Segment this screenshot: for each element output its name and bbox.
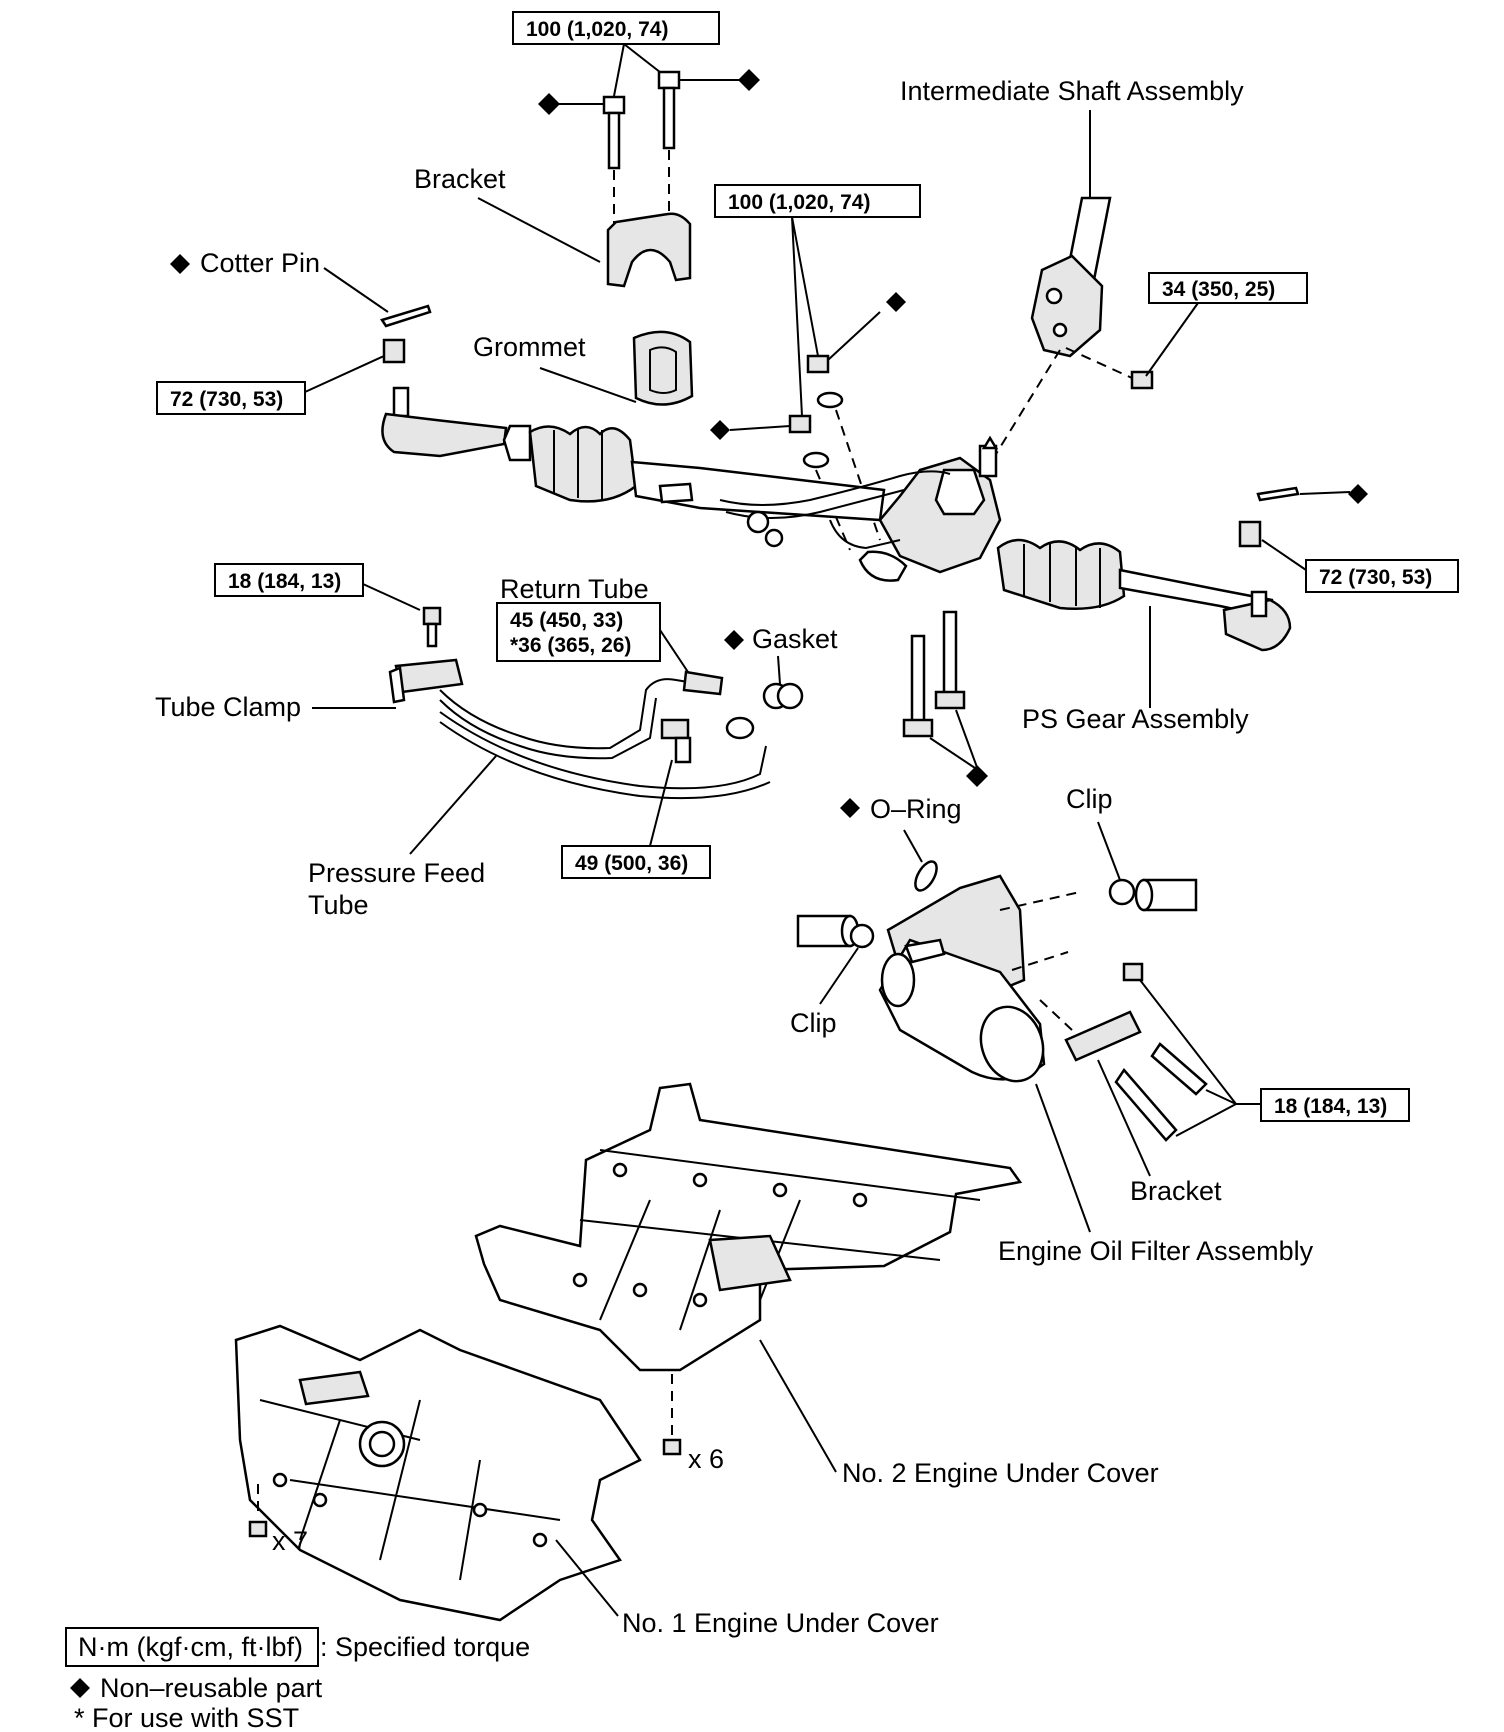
- non-reusable-diamond-bolt-left: [538, 93, 560, 115]
- legend-diamond: [70, 1678, 90, 1698]
- tie-rod-end-left: [381, 412, 508, 458]
- legend: N·m (kgf·cm, ft·lbf) : Specified torque …: [65, 1627, 530, 1732]
- bracket-bolt-right: [657, 70, 681, 90]
- label-tube-clamp: Tube Clamp: [155, 692, 301, 722]
- mid-bracket-nuts: 100 (1,020, 74): [710, 184, 921, 551]
- label-bracket-lower: Bracket: [1130, 1176, 1222, 1206]
- torque-tie-left: 72 (730, 53): [170, 388, 283, 411]
- torque-box-tie-right: [1305, 559, 1459, 593]
- torque-box-tie-left: [156, 381, 306, 415]
- no2-under-cover: [474, 1082, 1023, 1372]
- tube-group: 18 (184, 13) Return Tube 45 (450, 33) *3…: [155, 563, 838, 920]
- boot-right: [996, 538, 1126, 611]
- filter-bolt-2: [1114, 1067, 1178, 1142]
- non-reusable-diamond-mid-nut-top: [886, 292, 906, 312]
- torque-return-2: *36 (365, 26): [510, 634, 631, 657]
- non-reusable-diamond-cotter-right: [1348, 484, 1368, 504]
- gear-mount-bolt-right: [934, 690, 966, 710]
- gear-mount-bolt-left: [902, 718, 934, 738]
- torque-mid-bracket: 100 (1,020, 74): [728, 191, 870, 214]
- label-pressure-feed-1: Pressure Feed: [308, 858, 485, 888]
- torque-top-bracket: 100 (1,020, 74): [526, 18, 668, 41]
- intermediate-shaft-group: Intermediate Shaft Assembly 34 (350, 25): [900, 76, 1308, 481]
- torque-box-return-tube: [496, 602, 661, 662]
- label-bracket-top: Bracket: [414, 164, 506, 194]
- label-gasket: Gasket: [752, 624, 838, 654]
- no1-under-cover-group: x 7 No. 1 Engine Under Cover: [234, 1324, 939, 1638]
- label-o-ring: O–Ring: [870, 794, 962, 824]
- label-qty-7: x 7: [272, 1526, 308, 1556]
- clamp-bolt: [422, 606, 442, 626]
- o-ring: [914, 860, 938, 892]
- torque-filter-bracket: 18 (184, 13): [1274, 1095, 1387, 1118]
- legend-sst: * For use with SST: [74, 1703, 299, 1732]
- legend-unit: N·m (kgf·cm, ft·lbf): [78, 1632, 303, 1662]
- label-intermediate-shaft: Intermediate Shaft Assembly: [900, 76, 1244, 106]
- label-grommet: Grommet: [473, 332, 586, 362]
- return-tube-nut: [682, 670, 724, 696]
- clip-right: [1108, 878, 1136, 906]
- torque-box-filter-bracket: [1260, 1088, 1410, 1122]
- torque-clamp: 18 (184, 13): [228, 570, 341, 593]
- torque-box-mid-bracket: [714, 184, 921, 218]
- universal-joint: [1030, 254, 1104, 358]
- non-reusable-diamond-o-ring: [840, 798, 860, 818]
- torque-union: 49 (500, 36): [575, 852, 688, 875]
- legend-non-reusable: Non–reusable part: [100, 1673, 323, 1703]
- tube-clamp: [394, 658, 464, 694]
- non-reusable-diamond-mid-nut-bottom: [710, 420, 730, 440]
- mid-nut-bottom: [788, 414, 812, 434]
- label-oil-filter: Engine Oil Filter Assembly: [998, 1236, 1314, 1266]
- torque-tie-right: 72 (730, 53): [1319, 566, 1432, 589]
- non-reusable-diamond-bolt-right: [738, 69, 760, 91]
- grommet: [632, 330, 694, 406]
- union-fitting: [725, 716, 755, 740]
- union-bolt: [660, 718, 690, 740]
- torque-box-clamp: [214, 563, 364, 597]
- label-cotter-pin: Cotter Pin: [200, 248, 320, 278]
- bracket-bolt-left: [602, 95, 626, 115]
- no1-under-cover: [234, 1324, 642, 1622]
- label-ps-gear: PS Gear Assembly: [1022, 704, 1249, 734]
- oil-filter-group: O–Ring Clip Clip Bracket 18 (184, 13) E: [790, 784, 1410, 1266]
- mid-nut-top: [806, 354, 830, 374]
- boot-left: [528, 425, 638, 503]
- left-tie-rod-parts: Cotter Pin 72 (730, 53) Grommet: [156, 248, 694, 415]
- cover1-bolt: [248, 1520, 268, 1538]
- cover2-bolt: [662, 1438, 682, 1456]
- label-clip-left: Clip: [790, 1008, 837, 1038]
- clip-left: [849, 923, 875, 949]
- castle-nut-right: [1238, 520, 1262, 548]
- ps-gear-assembly: PS Gear Assembly 72 (730, 53): [381, 386, 1459, 787]
- tie-rod-end-right: [1222, 598, 1292, 652]
- gasket-2: [776, 682, 804, 710]
- filter-nut: [1122, 962, 1144, 982]
- torque-return-1: 45 (450, 33): [510, 609, 623, 632]
- torque-box-union: [561, 845, 711, 879]
- non-reusable-diamond-gear-bolts: [966, 765, 988, 787]
- label-under-cover-1: No. 1 Engine Under Cover: [622, 1608, 939, 1638]
- label-under-cover-2: No. 2 Engine Under Cover: [842, 1458, 1159, 1488]
- torque-box-top-bracket: [512, 11, 720, 45]
- castle-nut-left: [382, 338, 406, 364]
- cotter-pin: [380, 304, 432, 328]
- top-bracket: [606, 212, 692, 288]
- top-bracket-assembly: 100 (1,020, 74) Bracket: [414, 11, 760, 288]
- shaft-bolt: [1130, 370, 1154, 390]
- no2-under-cover-group: x 6 No. 2 Engine Under Cover: [474, 1082, 1159, 1488]
- filter-bolt-1: [1150, 1042, 1208, 1096]
- legend-unit-desc: : Specified torque: [320, 1632, 530, 1662]
- legend-unit-box: [65, 1627, 319, 1667]
- filter-bracket: [1064, 1010, 1142, 1062]
- torque-box-shaft: [1148, 272, 1308, 304]
- non-reusable-diamond-cotter-pin: [170, 254, 190, 274]
- non-reusable-diamond-gasket: [724, 630, 744, 650]
- label-return-tube: Return Tube: [500, 574, 649, 604]
- label-pressure-feed-2: Tube: [308, 890, 369, 920]
- label-clip-right: Clip: [1066, 784, 1113, 814]
- label-qty-6: x 6: [688, 1444, 724, 1474]
- torque-shaft: 34 (350, 25): [1162, 278, 1275, 301]
